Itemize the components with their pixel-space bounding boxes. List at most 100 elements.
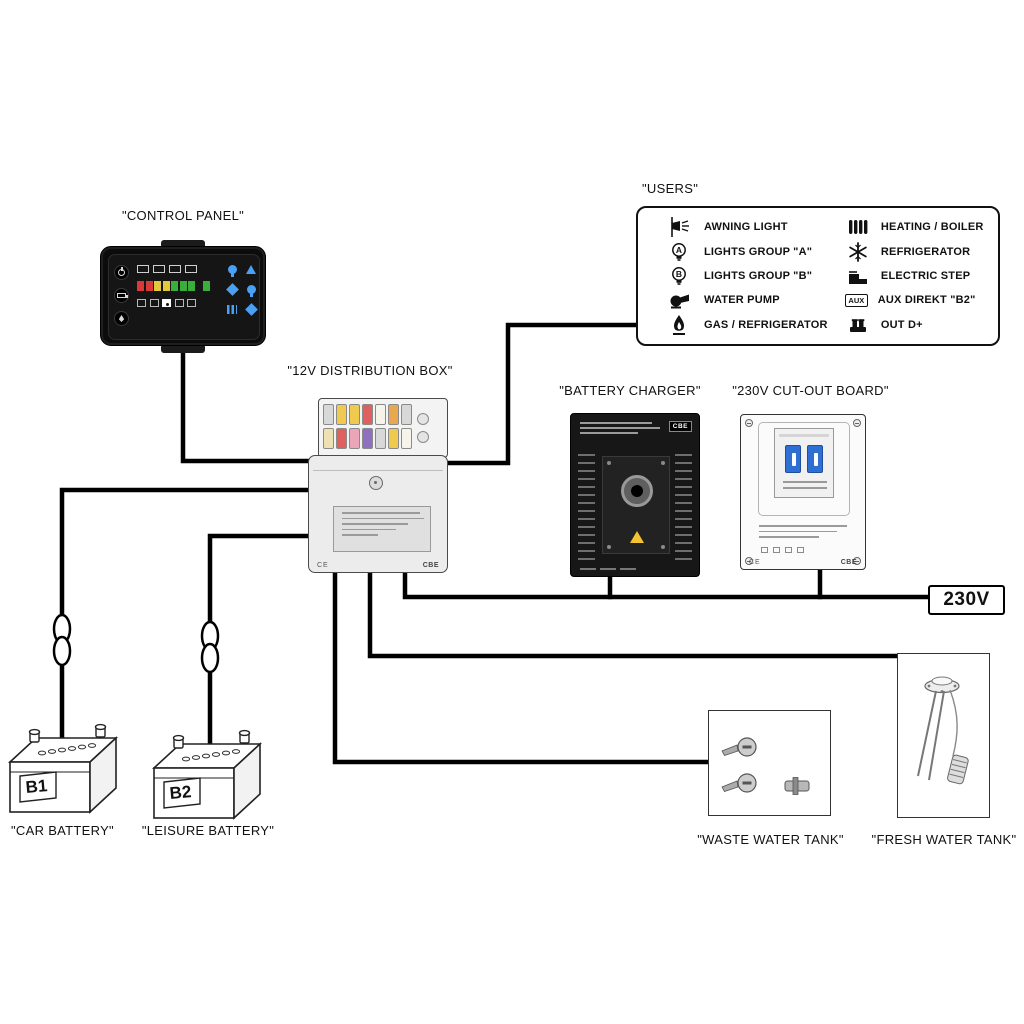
display-icons-row [137,265,221,273]
vent-slots [578,454,595,564]
selected-mode-icon [162,299,171,307]
wire-distribution-to-230v [402,567,935,600]
refrigerator-icon [845,241,871,263]
mode-icon [149,299,159,307]
legend-label: REFRIGERATOR [880,245,971,258]
mounting-tab [161,344,205,353]
round-connector-icon [621,475,653,507]
fan-icon [244,303,258,316]
water-button-icon [114,311,129,326]
display-area [137,263,221,307]
legend-row: B LIGHTS GROUP "B" [638,264,835,288]
screw-icon [745,557,753,565]
fuse-icon [375,404,386,425]
fuse-icon [323,428,334,449]
chain-link-icon [200,642,220,674]
vent-slots [675,454,692,564]
screw-icon [853,419,861,427]
ce-mark: CE [317,562,329,569]
distribution-box: CE CBE [308,455,448,573]
legend-label: GAS / REFRIGERATOR [704,318,828,331]
control-panel-device [100,240,266,353]
lights-group-b-icon: B [666,265,692,287]
fuse-icon [401,428,412,449]
legend-label: ELECTRIC STEP [880,269,971,282]
car-battery-caption: "CAR BATTERY" [11,823,114,838]
svg-text:A: A [676,245,682,255]
legend-left-column: AWNING LIGHT A LIGHTS GROUP "A" B LIGHTS… [638,208,835,344]
transparent-cover-outline [758,422,850,516]
breaker-switch-icon [807,445,823,473]
legend-right-column: HEATING / BOILER REFRIGERATOR ELECTRIC S… [835,208,998,344]
legend-row: AUX AUX DIREKT "B2" [835,288,998,312]
breaker-switch-icon [785,445,801,473]
temp-icon [185,265,197,273]
fuse-icon [388,428,399,449]
pump-icon [225,283,239,296]
fitting-icon [784,777,810,795]
control-panel-body [100,246,266,346]
mode-icon [187,299,196,307]
socket-icon [417,413,429,425]
din-rail [779,434,829,437]
waste-tank-caption: "WASTE WATER TANK" [697,832,844,847]
legend-row: HEATING / BOILER [835,215,998,239]
corrugated-element-icon [947,754,969,785]
screw-icon [607,461,611,465]
legend-row: GAS / REFRIGERATOR [638,313,835,337]
breaker-module [774,428,834,498]
fuse-icon [401,404,412,425]
warning-triangle-icon [630,531,644,543]
legend-label: LIGHTS GROUP "B" [704,269,813,282]
battery-icon [137,265,149,273]
tank-icon [153,265,165,273]
aux-icon [246,265,256,274]
function-icons-column [244,265,258,316]
label-text-lines [580,568,636,570]
wire-distribution-to-waste-tank [332,567,715,765]
level-probe-icon [721,737,757,757]
fuse-icon [336,404,347,425]
light-icon [246,285,256,297]
leisure-battery-caption: "LEISURE BATTERY" [141,823,275,838]
electric-step-icon [845,265,871,287]
lights-group-a-icon: A [666,241,692,263]
fuse-icon [388,404,399,425]
legend-label: HEATING / BOILER [880,221,984,234]
screw-icon [607,545,611,549]
chain-link-icon [52,635,72,667]
fuse-icon [362,404,373,425]
svg-text:B: B [676,269,682,279]
awning-light-icon [666,216,692,238]
heating-boiler-icon [845,216,871,238]
display-icons-row [137,299,221,307]
level-probe-icon [721,773,757,793]
leisure-battery: B2 [151,729,263,820]
screw-icon [853,557,861,565]
relay-sockets [417,404,429,452]
wire-distribution-to-leisure-battery [207,533,315,758]
legend-row: OUT D+ [835,313,998,337]
rating-label-plate [333,506,431,552]
legend-label: OUT D+ [880,318,923,331]
seam-line [313,470,443,471]
out-dplus-icon [845,314,871,336]
waste-water-tank-box [708,710,831,816]
light-icon [227,265,237,277]
legend-row: ELECTRIC STEP [835,264,998,288]
wire-panel-to-distribution [180,345,315,464]
fuse-icon [362,428,373,449]
brand-mark: CBE [840,559,857,566]
users-caption: "USERS" [642,181,699,196]
control-panel-caption: "CONTROL PANEL" [121,208,245,223]
fuse-icon [375,428,386,449]
wire-distribution-to-fresh-tank [367,567,904,659]
brand-mark: CBE [422,562,439,569]
water-pump-icon [666,289,692,311]
function-icons-column [225,265,239,314]
battery-label: B2 [169,782,192,803]
legend-row: WATER PUMP [638,288,835,312]
screw-icon [661,461,665,465]
